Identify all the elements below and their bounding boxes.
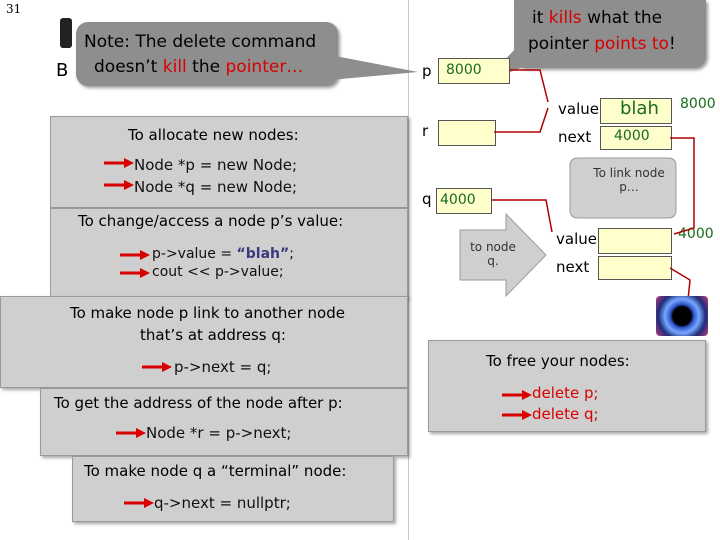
change-code-assign-semicolon: ; [289,246,294,262]
hidden-title-block [60,18,72,48]
note-right-pointer: pointer [528,34,595,54]
note-right-kills: kills [548,8,582,28]
node1-next-box [600,126,672,150]
red-arrow-icon [142,362,172,372]
node2-value-label: value [556,230,597,248]
node2-next-label: next [556,258,590,276]
note-left-doesnt: doesn’t [94,57,163,77]
callout-left-tail [330,55,418,80]
var-q-value: 4000 [440,192,476,208]
hidden-title-letter: B [56,60,69,81]
allocate-title: To allocate new nodes: [128,126,299,144]
hint-to-node-arrow [459,212,547,298]
note-right-bang: ! [668,34,676,54]
divider [408,0,409,540]
var-p-box [438,58,510,84]
var-r-label: r [422,122,429,140]
link-title-line1: To make node p link to another node [70,304,345,322]
red-arrow-icon [502,390,532,400]
note-right-it: it [532,8,549,28]
node1-next-label: next [558,128,592,146]
var-p-value: 8000 [446,62,482,78]
terminal-code: q->next = nullptr; [154,494,291,512]
free-title: To free your nodes: [486,352,630,370]
free-code-q: delete q; [532,405,599,423]
note-left-line1: Note: The delete command [84,32,317,52]
red-arrow-icon [116,428,146,438]
node1-value-box [600,98,672,124]
after-title: To get the address of the node after p: [54,394,343,412]
var-r-box [438,120,496,146]
allocate-code-p: Node *p = new Node; [134,156,298,174]
note-left-line2: doesn’t kill the pointer… [94,57,303,77]
node1-next-value: 4000 [614,128,650,144]
node1-value-label: value [558,100,599,118]
panel-change [50,208,408,298]
after-code: Node *r = p->next; [146,424,292,442]
note-callout-left: Note: The delete command doesn’t kill th… [76,22,338,86]
panel-free [428,340,706,432]
node2-value-box [598,228,672,254]
var-q-box [436,188,492,214]
var-q-label: q [422,190,432,208]
black-hole-image [656,296,708,336]
panel-after [40,388,408,456]
node1-value: blah [620,98,659,119]
hint-to-node-text: to node q. [470,240,516,268]
free-code-p: delete p; [532,384,599,402]
red-arrow-icon [104,158,134,168]
var-p-label: p [422,62,432,80]
terminal-title: To make node q a “terminal” node: [84,462,347,480]
note-right-what: what the [581,8,663,28]
panel-terminal [72,456,394,522]
node2-next-box [598,256,672,280]
red-arrow-icon [120,250,150,260]
panel-link [0,296,408,388]
node1-address: 8000 [680,96,716,112]
change-code-assign-lhs: p->value = [152,246,237,262]
red-arrow-icon [104,180,134,190]
note-right-line1: it kills what the [532,8,662,28]
note-left-the: the [186,57,226,77]
change-code-assign: p->value = “blah”; [152,246,294,262]
change-code-cout: cout << p->value; [152,264,284,280]
note-right-line2: pointer points to! [528,34,676,54]
note-left-kill: kill [162,57,187,77]
slide-number: 31 [6,2,22,16]
hint-link-text: To link node p… [593,166,665,194]
allocate-code-q: Node *q = new Node; [134,178,298,196]
red-arrow-icon [502,410,532,420]
note-callout-right: it kills what the pointer points to! [514,0,706,68]
link-code: p->next = q; [174,358,272,376]
change-title: To change/access a node p’s value: [78,212,344,230]
change-code-assign-string: “blah” [236,246,290,262]
note-left-pointer: pointer… [225,57,304,77]
red-arrow-icon [124,498,154,508]
hint-link-bubble [569,157,677,219]
note-right-points: points to [594,34,669,54]
red-arrow-icon [120,268,150,278]
link-title-line2: that’s at address q: [140,326,286,344]
